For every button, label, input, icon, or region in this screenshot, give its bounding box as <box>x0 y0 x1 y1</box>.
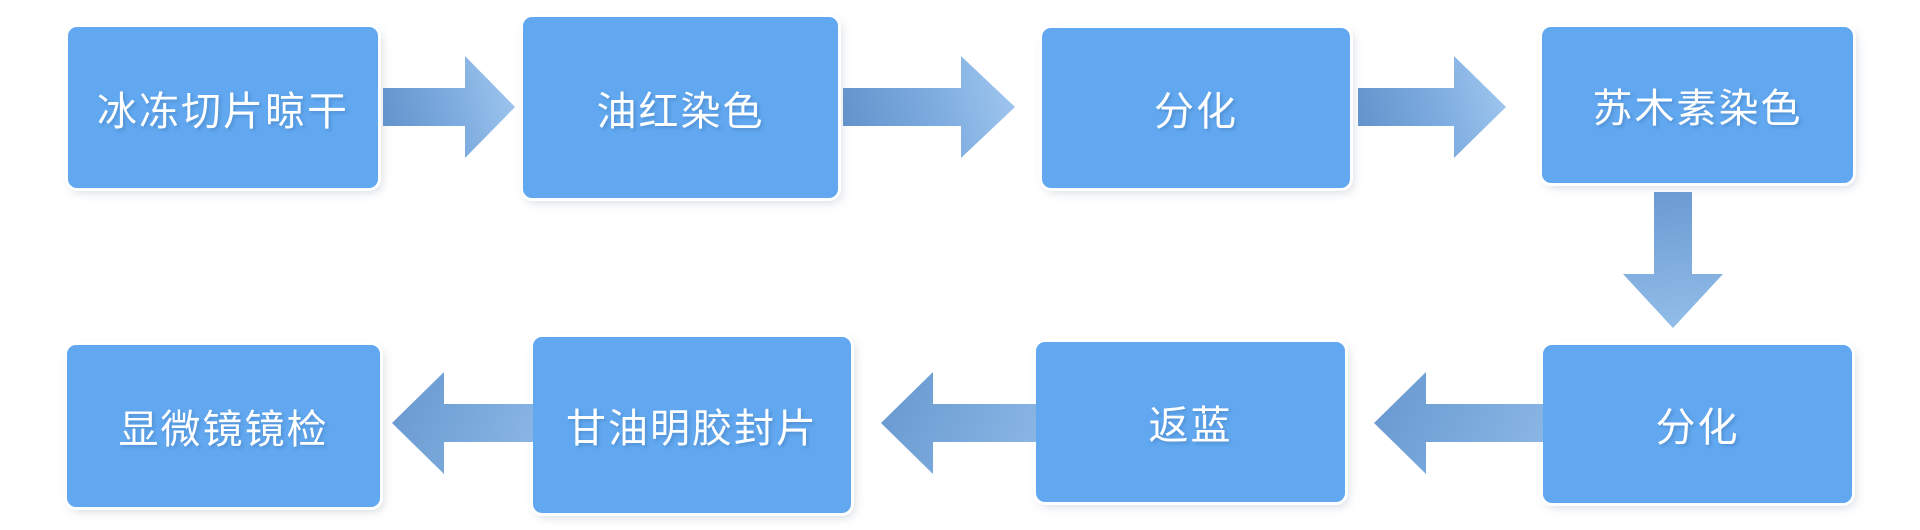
flow-step-bluing: 返蓝 <box>1036 342 1345 502</box>
flow-step-glycerin-gelatin-mounting: 甘油明胶封片 <box>533 337 851 513</box>
flow-step-label: 分化 <box>1655 406 1740 450</box>
flow-step-label: 冰冻切片晾干 <box>97 89 349 134</box>
arrow-left-icon <box>392 372 533 474</box>
flow-step-differentiation-1: 分化 <box>1042 28 1350 188</box>
arrow-right-icon <box>383 56 515 158</box>
flow-step-label: 分化 <box>1154 90 1238 134</box>
flow-step-microscope-examination: 显微镜镜检 <box>67 345 380 507</box>
flow-step-oil-red-staining: 油红染色 <box>523 17 838 198</box>
flow-step-label: 苏木素染色 <box>1592 87 1803 131</box>
arrow-right-icon <box>843 56 1015 158</box>
flow-step-differentiation-2: 分化 <box>1543 345 1852 503</box>
flow-step-label: 甘油明胶封片 <box>566 407 818 451</box>
arrow-right-icon <box>1358 56 1506 158</box>
arrow-left-icon <box>881 372 1036 474</box>
arrow-left-icon <box>1374 372 1543 474</box>
flow-step-label: 显微镜镜检 <box>118 408 329 452</box>
flow-step-label: 返蓝 <box>1148 404 1233 448</box>
flow-step-label: 油红染色 <box>596 89 765 134</box>
arrow-down-icon <box>1623 192 1723 328</box>
flow-step-frozen-section-drying: 冰冻切片晾干 <box>68 27 378 188</box>
flow-step-hematoxylin-staining: 苏木素染色 <box>1542 27 1853 183</box>
